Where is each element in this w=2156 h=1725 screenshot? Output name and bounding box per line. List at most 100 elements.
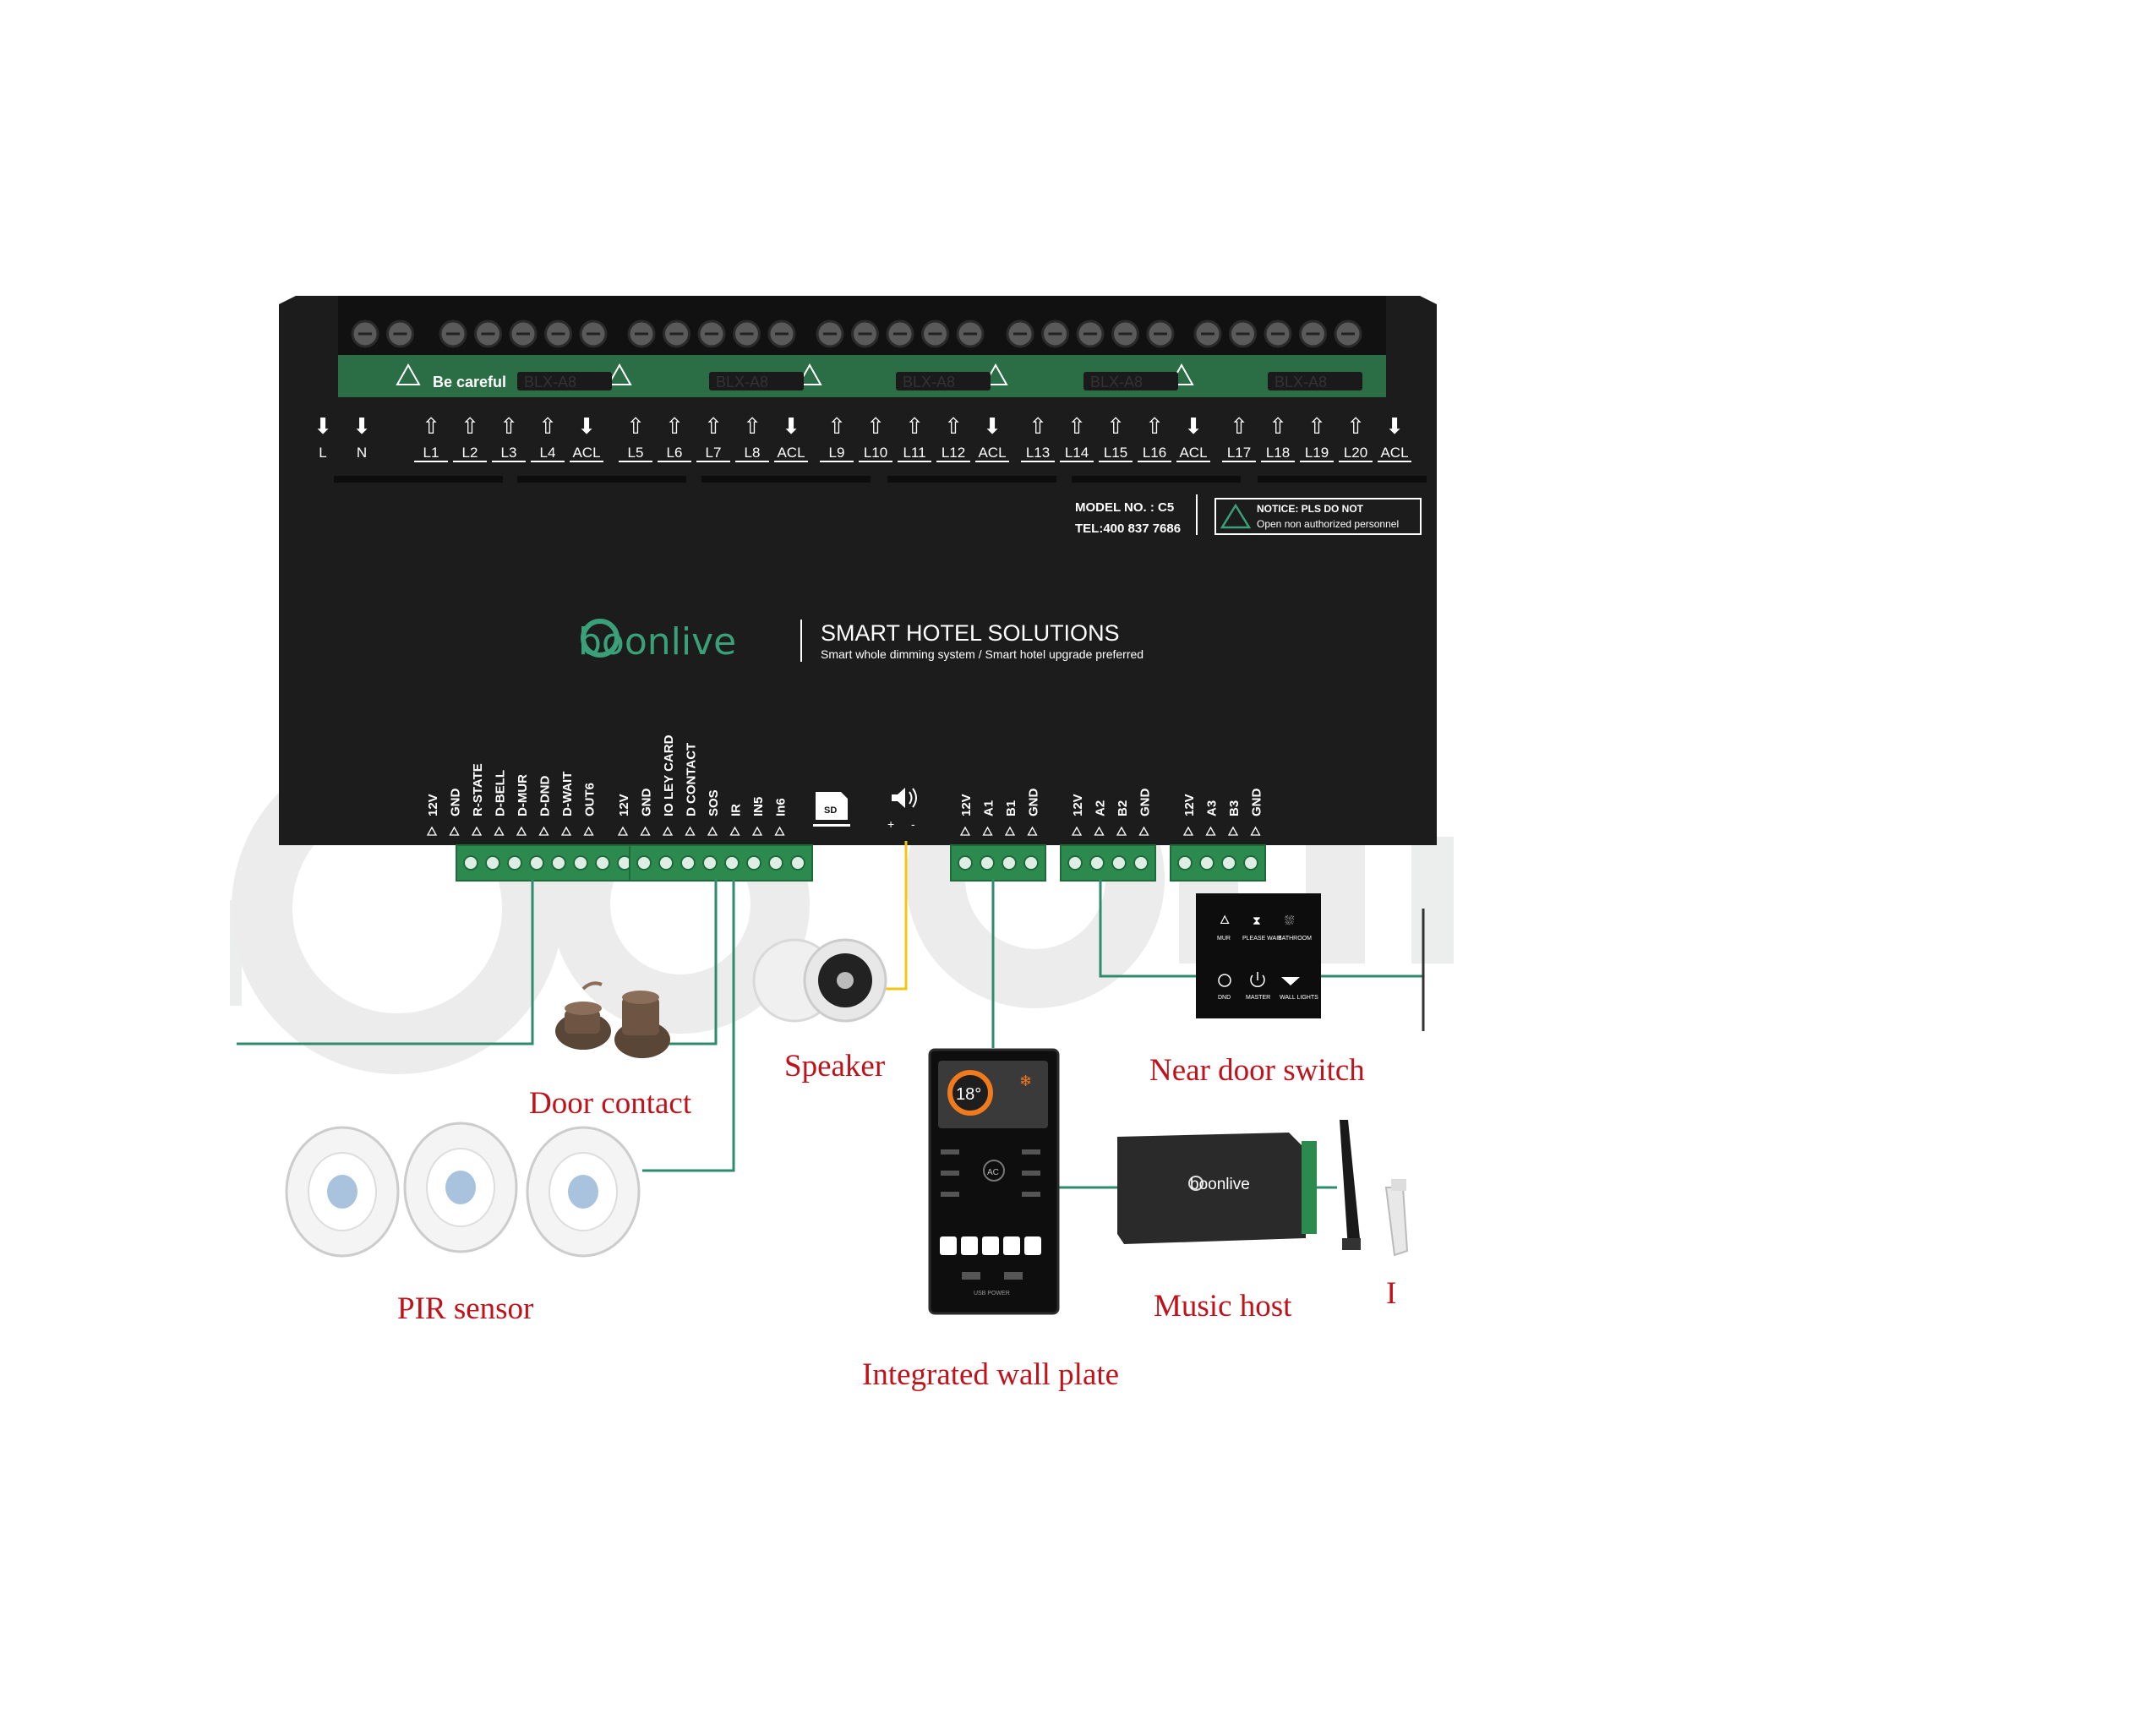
terminal-marker-icon	[1250, 826, 1261, 836]
terminal-block-screw	[463, 855, 478, 871]
terminal-marker-icon	[1182, 826, 1194, 836]
terminal-marker-icon	[617, 826, 629, 836]
label-cropped: I	[1386, 1276, 1396, 1311]
power-icon	[1250, 972, 1265, 988]
terminal-marker-icon	[516, 826, 527, 836]
door-switch-bath: BATHROOM	[1278, 936, 1312, 942]
top-terminal-label: L18	[1266, 445, 1290, 461]
wire-speaker	[879, 841, 908, 991]
arrow-up-icon: ⇧	[1145, 414, 1164, 439]
terminal-block-screw	[1133, 855, 1149, 871]
wall-plate-control	[941, 1171, 959, 1176]
wire-pir	[642, 879, 735, 1172]
wall-plate-key	[1003, 1236, 1020, 1255]
bottom-terminal-label: B3	[1227, 800, 1242, 816]
bottom-terminal-label: A2	[1094, 800, 1108, 816]
top-terminal-label: N	[357, 445, 367, 461]
bottom-terminal-label: 12V	[1071, 794, 1085, 816]
terminal-block-screw	[529, 855, 544, 871]
warning-strip-label: Be careful	[433, 374, 506, 390]
warning-strip-label: BLX-A8	[1090, 374, 1143, 390]
arrow-up-icon: ⇧	[1346, 414, 1365, 439]
label-underline	[936, 461, 970, 462]
top-terminal-label: ACL	[777, 445, 805, 461]
terminal-marker-icon	[1071, 826, 1083, 836]
arrow-up-icon: ⇧	[422, 414, 440, 439]
label-integrated-wall-plate: Integrated wall plate	[862, 1357, 1119, 1392]
wall-plate-key	[961, 1236, 978, 1255]
brand-name: boonlive	[578, 620, 736, 663]
arrow-up-icon: ⇧	[704, 414, 723, 439]
top-terminal-label: L3	[501, 445, 517, 461]
terminal-block-screw	[595, 855, 610, 871]
model-tag	[1083, 372, 1178, 390]
device-labels: Door contact Speaker PIR sensor Integrat…	[397, 1049, 1396, 1392]
terminal-block-screw	[1221, 855, 1236, 871]
label-underline	[859, 461, 892, 462]
top-terminal-label: L8	[745, 445, 761, 461]
arrow-up-icon: ⇧	[461, 414, 479, 439]
top-screw-row	[351, 319, 1362, 348]
arrow-up-icon: ⇧	[827, 414, 846, 439]
label-underline	[1339, 461, 1373, 462]
bottom-terminal-blocks	[456, 844, 1266, 882]
wall-plate-control	[1022, 1171, 1040, 1176]
terminal-block-screw	[790, 855, 805, 871]
top-terminal-label: L10	[864, 445, 887, 461]
terminal-block-screw	[658, 855, 674, 871]
label-underline	[570, 461, 603, 462]
bottom-terminal-label: 12V	[959, 794, 974, 816]
top-terminal-label: L12	[942, 445, 965, 461]
arrow-up-icon: ⇧	[538, 414, 557, 439]
top-terminal-label: L14	[1065, 445, 1089, 461]
pir-sensor-2	[403, 1122, 518, 1253]
label-underline	[619, 461, 652, 462]
wall-plate-control	[941, 1149, 959, 1155]
brand-subtagline: Smart whole dimming system / Smart hotel…	[821, 647, 1143, 661]
label-underline	[820, 461, 854, 462]
telephone: TEL:400 837 7686	[1075, 521, 1181, 536]
arrow-down-icon: ⬇	[1385, 414, 1404, 439]
terminal-block-screw	[1023, 855, 1039, 871]
wall-plate-control	[1022, 1192, 1040, 1197]
terminal-marker-icon	[729, 826, 740, 836]
model-tag	[1268, 372, 1362, 390]
label-door-contact: Door contact	[529, 1086, 692, 1121]
arrow-up-icon: ⇧	[626, 414, 645, 439]
wire-door-switch	[1099, 879, 1196, 978]
arrow-down-icon: ⬇	[577, 414, 596, 439]
terminal-block-screw	[768, 855, 783, 871]
top-terminal-label: L17	[1227, 445, 1251, 461]
model-tag	[896, 372, 991, 390]
terminal-marker-icon	[538, 826, 549, 836]
bottom-terminal-label: SOS	[707, 789, 721, 816]
terminal-block-screw	[980, 855, 995, 871]
terminal-marker-icon	[1094, 826, 1105, 836]
warning-triangle-icon	[1220, 503, 1252, 529]
top-terminal-label: L	[319, 445, 326, 461]
wall-lights-icon	[1281, 977, 1300, 985]
warning-triangle-icon	[607, 363, 632, 385]
bottom-terminal-label: 12V	[617, 794, 631, 816]
top-terminal-label: ACL	[1179, 445, 1207, 461]
bath-icon: ⛆	[1285, 914, 1294, 927]
antenna-device	[1340, 1120, 1409, 1257]
door-switch-wait: PLEASE WAIT	[1242, 936, 1282, 942]
terminal-block-screw	[507, 855, 522, 871]
bottom-terminal-label: 12V	[1182, 794, 1197, 816]
label-speaker: Speaker	[784, 1049, 885, 1084]
terminal-marker-icon	[471, 826, 483, 836]
door-switch-wall: WALL LIGHTS	[1280, 995, 1318, 1001]
arrow-up-icon: ⇧	[1307, 414, 1326, 439]
terminal-marker-icon	[959, 826, 971, 836]
terminal-marker-icon	[751, 826, 763, 836]
bottom-terminal-label: A1	[982, 800, 996, 816]
wall-plate-control	[1022, 1149, 1040, 1155]
bottom-terminal-label: R-STATE	[471, 763, 485, 816]
bottom-terminal-label: OUT6	[583, 783, 598, 816]
terminal-marker-icon	[1004, 826, 1016, 836]
terminal-marker-icon	[583, 826, 594, 836]
label-underline	[658, 461, 691, 462]
bottom-terminal-label: GND	[449, 789, 463, 817]
